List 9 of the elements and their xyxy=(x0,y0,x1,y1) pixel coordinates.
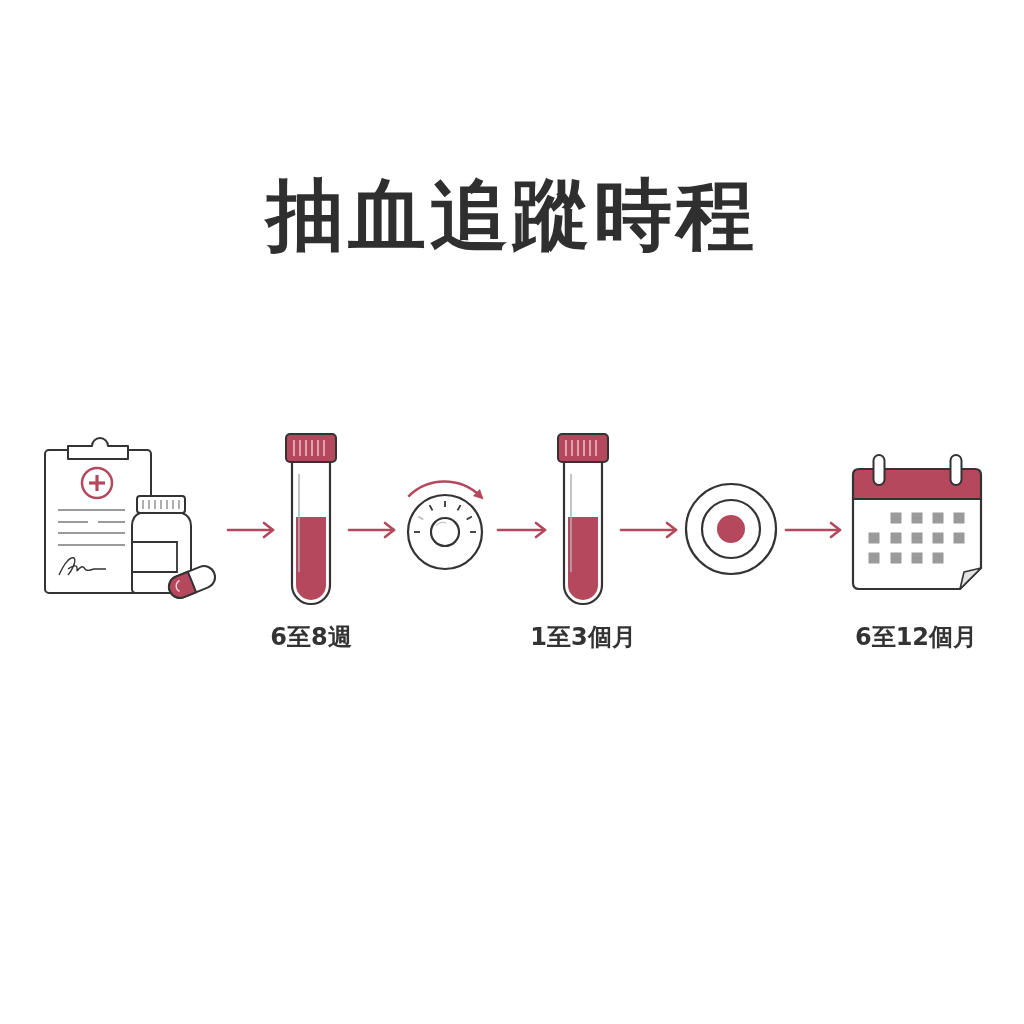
duration-label: 1至3個月 xyxy=(530,622,636,652)
arrow xyxy=(226,521,275,539)
arrow xyxy=(619,521,678,539)
duration-label: 6至12個月 xyxy=(854,622,978,652)
arrow xyxy=(496,521,547,539)
duration-label: 6至8週 xyxy=(270,622,352,652)
arrow xyxy=(347,521,396,539)
title: 抽血追蹤時程 xyxy=(266,176,758,254)
arrow xyxy=(784,521,842,539)
